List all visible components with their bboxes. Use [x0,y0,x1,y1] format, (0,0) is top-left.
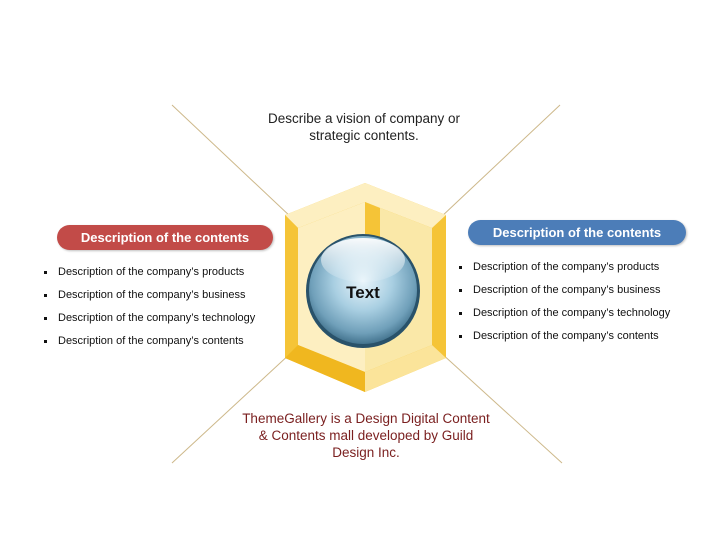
left-panel-title: Description of the contents [57,225,273,250]
left-bullet-list: Description of the company’s products De… [42,265,255,357]
bullet-icon [44,340,47,343]
bullet-icon [44,317,47,320]
connector-line-bottom-right [439,351,563,464]
right-panel-title: Description of the contents [468,220,686,245]
list-item: Description of the company’s contents [457,329,670,352]
center-label: Text [346,283,380,302]
bullet-icon [459,266,462,269]
list-item-text: Description of the company’s contents [473,330,659,342]
list-item: Description of the company’s products [42,265,255,288]
bullet-icon [44,271,47,274]
bullet-icon [44,294,47,297]
connector-line-top-left [171,104,293,219]
list-item: Description of the company’s business [42,288,255,311]
bullet-icon [459,312,462,315]
connector-line-bottom-left [171,351,293,464]
company-description: ThemeGallery is a Design Digital Content… [242,411,490,460]
bullet-icon [459,335,462,338]
bullet-icon [459,289,462,292]
connector-line-top-right [439,104,561,219]
vision-text: Describe a vision of company or strategi… [267,111,461,143]
right-bullet-list: Description of the company’s products De… [457,260,670,352]
list-item-text: Description of the company’s products [473,261,660,273]
list-item: Description of the company’s products [457,260,670,283]
list-item-text: Description of the company’s business [58,289,246,301]
list-item-text: Description of the company’s business [473,284,661,296]
list-item: Description of the company’s technology [457,306,670,329]
list-item: Description of the company’s technology [42,311,255,334]
list-item-text: Description of the company’s contents [58,335,244,347]
list-item: Description of the company’s business [457,283,670,306]
list-item-text: Description of the company’s technology [473,307,671,319]
list-item-text: Description of the company’s products [58,266,245,278]
sphere-graphic [306,234,420,348]
list-item: Description of the company’s contents [42,334,255,357]
list-item-text: Description of the company’s technology [58,312,256,324]
